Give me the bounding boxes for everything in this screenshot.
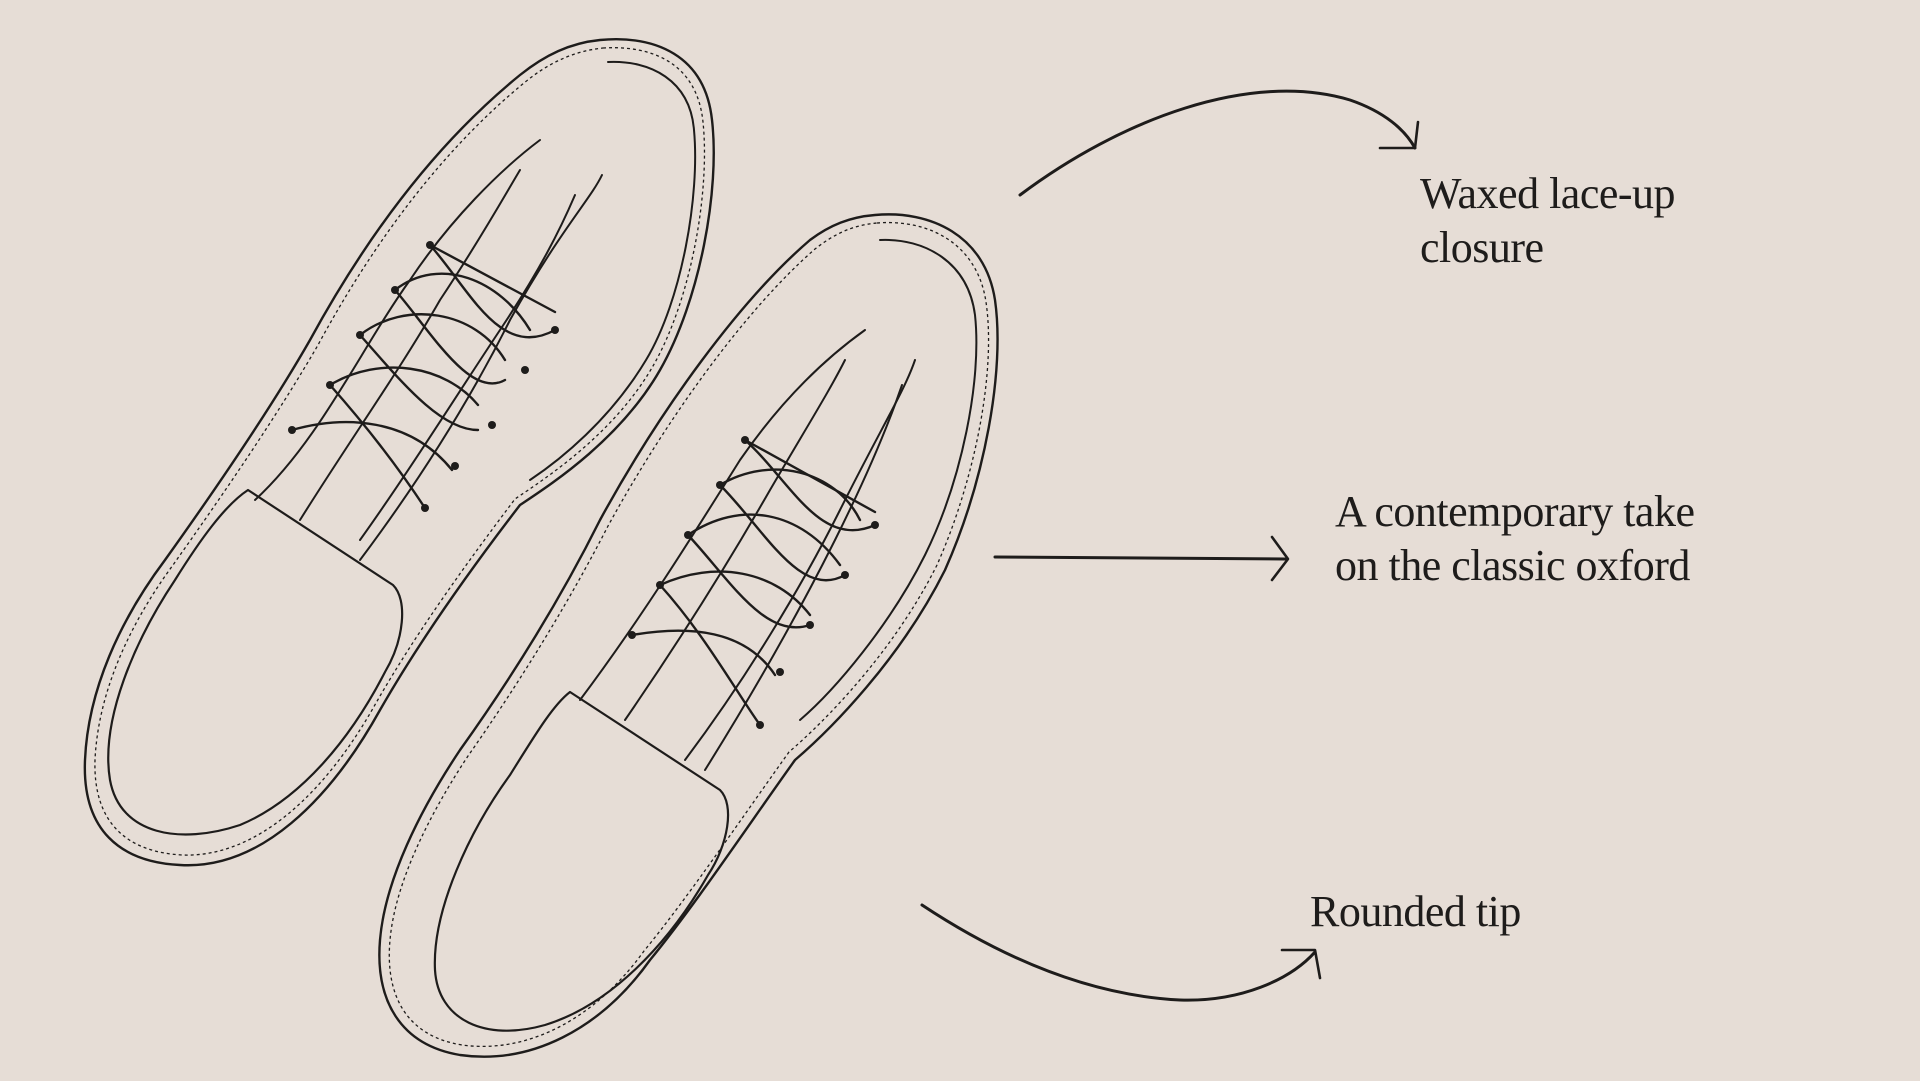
left-shoe-toe-cap	[107, 488, 404, 836]
right-shoe-tongue-right	[704, 384, 903, 771]
right-shoe-facing-line	[684, 359, 916, 761]
right-shoe	[378, 213, 999, 1058]
right-shoe-upper-outline	[799, 238, 978, 721]
right-shoe-tongue-left	[624, 359, 846, 721]
right-shoe-outer-sole	[378, 213, 999, 1058]
right-shoe-eyelets	[628, 436, 879, 729]
left-shoe-tongue-left	[299, 169, 521, 521]
oxford-annotation-line-1: A contemporary take	[1335, 487, 1695, 536]
right-shoe-vamp-line	[579, 329, 866, 701]
laces-annotation: Waxed lace-up closure	[1420, 167, 1676, 275]
right-shoe-laces	[630, 438, 877, 727]
oxford-annotation-line-2: on the classic oxford	[1335, 541, 1690, 590]
left-shoe-vamp-line	[254, 139, 541, 501]
left-shoe-facing-line	[359, 174, 603, 561]
right-shoe-stitching	[388, 221, 990, 1047]
left-shoe-eyelets	[288, 241, 559, 512]
left-shoe-upper-outline	[529, 60, 697, 481]
arrow-to-laces-label	[1018, 89, 1420, 197]
oxford-annotation: A contemporary take on the classic oxfor…	[1335, 485, 1695, 593]
right-shoe-toe-cap	[433, 690, 730, 1032]
tip-annotation: Rounded tip	[1310, 885, 1521, 939]
left-shoe-tongue-right	[359, 194, 576, 541]
arrow-to-tip-label	[920, 903, 1322, 1002]
tip-annotation-line-1: Rounded tip	[1310, 887, 1521, 936]
left-shoe-stitching	[94, 47, 706, 856]
left-shoe-outer-sole	[83, 38, 715, 867]
laces-annotation-line-2: closure	[1420, 223, 1544, 272]
laces-annotation-line-1: Waxed lace-up	[1420, 169, 1676, 218]
left-shoe-laces	[290, 243, 557, 510]
left-shoe	[83, 38, 715, 867]
arrow-to-oxford-label	[993, 535, 1290, 582]
